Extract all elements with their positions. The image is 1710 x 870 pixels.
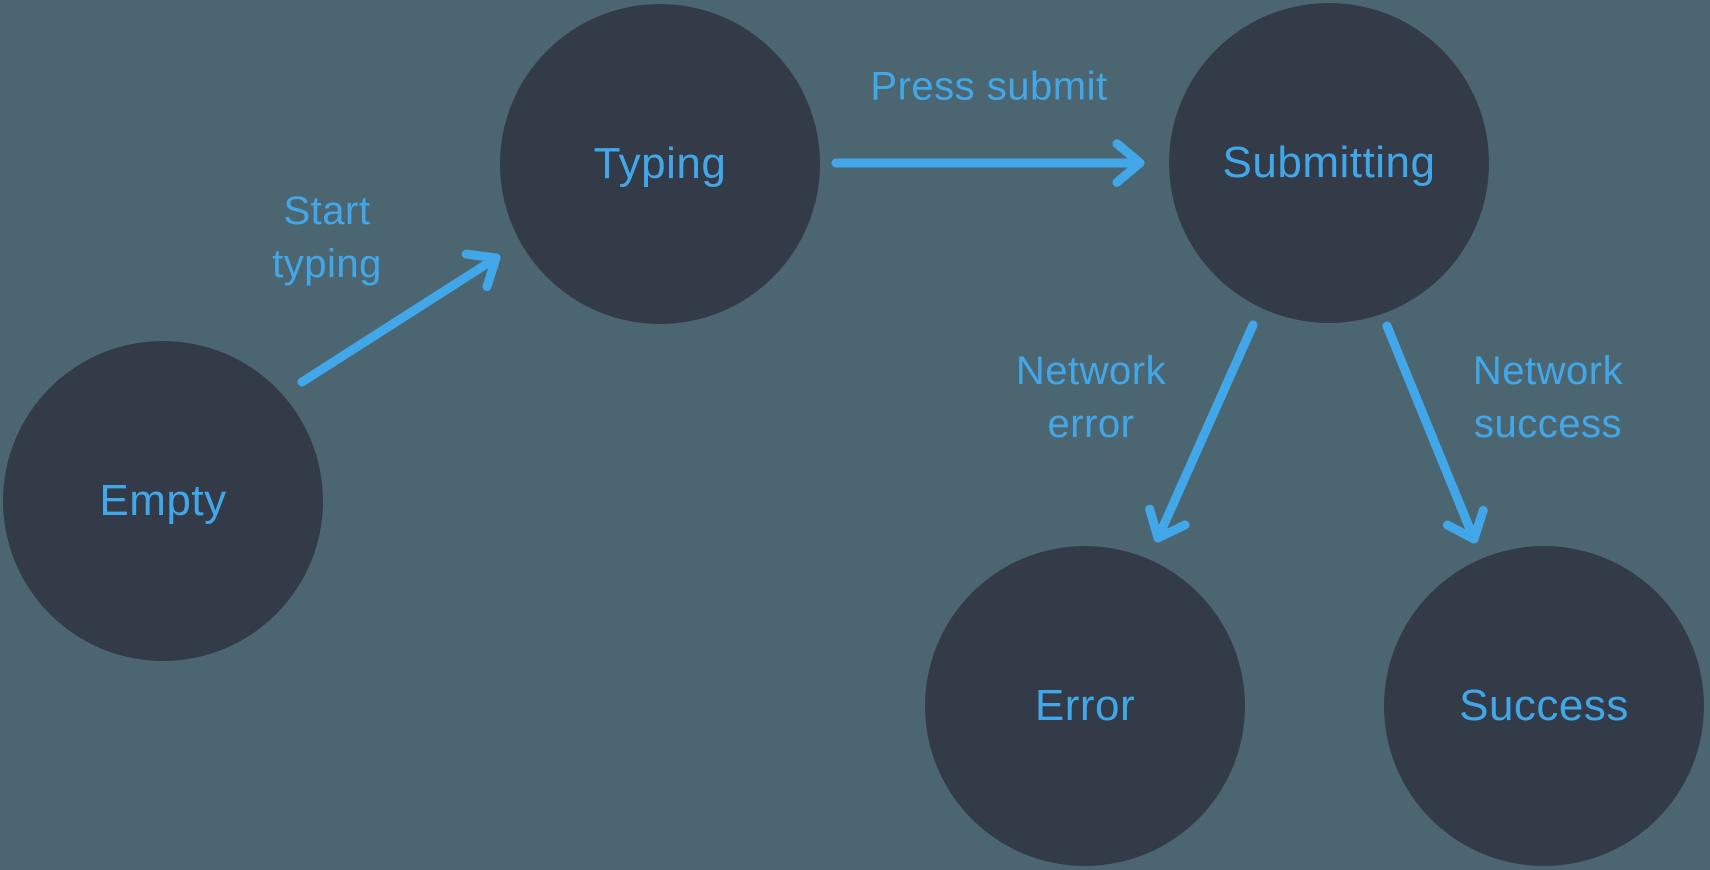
state-node-submitting: Submitting [1169,3,1489,323]
state-label-success: Success [1459,681,1629,730]
arrow-shaft [1382,321,1479,544]
transition-label-network-error: Network error [1016,345,1166,451]
arrow-submitting-to-success [1382,321,1488,544]
transition-label-line: Press submit [870,64,1108,109]
state-label-submitting: Submitting [1222,138,1436,187]
transition-label-start-typing: Start typing [272,185,382,291]
arrow-head-icon [461,249,501,292]
state-node-empty: Empty [3,341,323,661]
state-label-typing: Typing [593,139,727,188]
arrow-shaft [1153,320,1258,543]
arrow-head-icon [1112,139,1145,187]
transition-label-network-success: Network success [1473,345,1623,451]
arrow-head-icon [1145,504,1190,543]
transition-label-line: success [1473,402,1622,446]
transition-label-line: Network [1472,349,1624,393]
arrow-empty-to-typing [297,249,501,387]
state-label-error: Error [1034,681,1136,730]
transition-label-press-submit: Press submit [870,61,1107,114]
state-node-success: Success [1384,546,1704,866]
transition-label-line: Network [1015,349,1167,393]
transition-label-line: Start [283,189,371,233]
state-node-error: Error [925,546,1245,866]
transition-label-line: error [1047,402,1135,446]
state-node-typing: Typing [500,4,820,324]
arrow-shaft [297,253,501,387]
transition-label-line: typing [272,242,382,286]
state-label-empty: Empty [99,476,227,525]
arrow-typing-to-submitting [831,139,1145,187]
arrow-head-icon [1443,505,1488,544]
arrow-submitting-to-error [1145,320,1258,543]
